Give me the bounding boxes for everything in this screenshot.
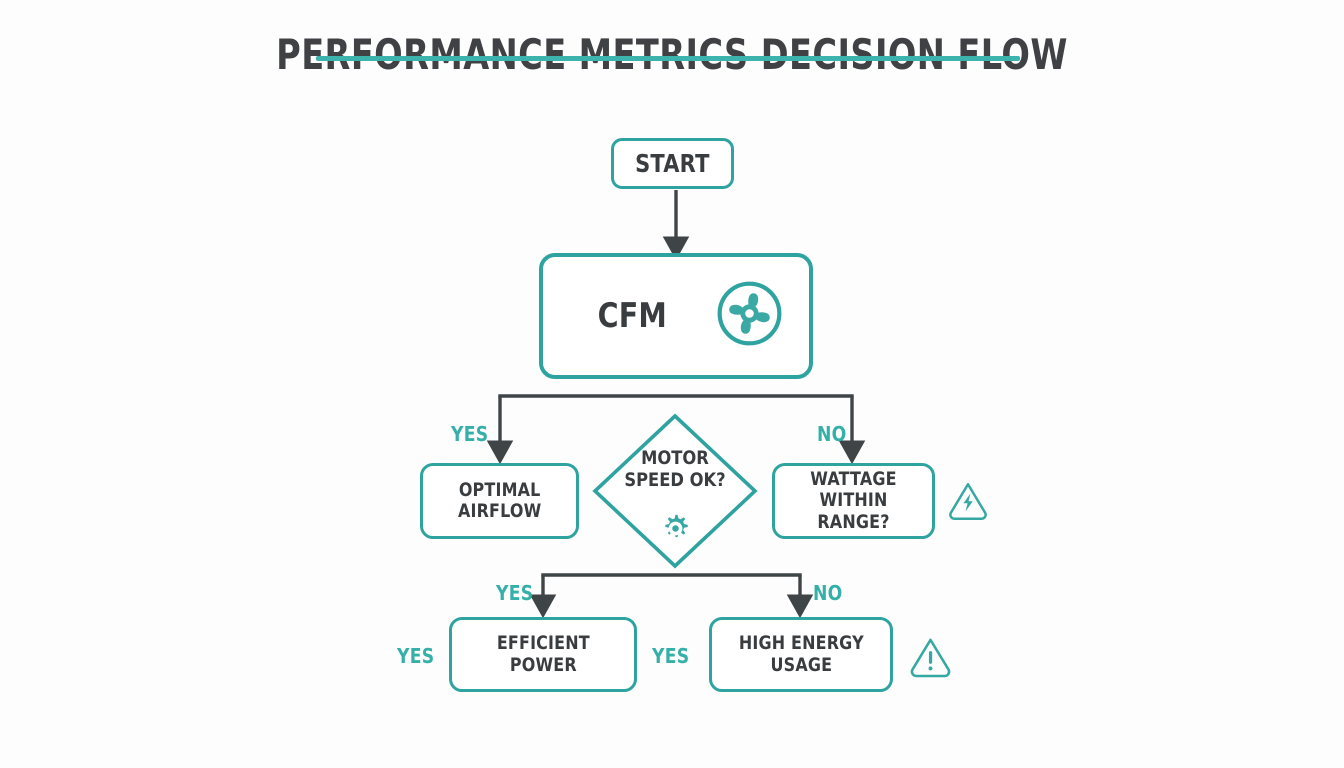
- branch-label-no-1: NO: [817, 422, 847, 446]
- page-title: PERFORMANCE METRICS DECISION FLOW: [276, 30, 1068, 79]
- node-wattage-within-range[interactable]: WATTAGE WITHIN RANGE?: [772, 463, 935, 539]
- gear-icon: [665, 514, 688, 538]
- branch-label-yes-3: YES: [397, 644, 435, 668]
- edge-decision-branch: [529, 573, 814, 619]
- node-cfm[interactable]: CFM: [539, 253, 813, 379]
- decision-text-wrap: MOTOR SPEED OK?: [591, 447, 759, 491]
- electric-hazard-icon: [949, 483, 987, 520]
- title-underline: [316, 56, 1020, 61]
- node-efficient-power-label: EFFICIENT POWER: [496, 632, 590, 676]
- branch-label-yes-4: YES: [652, 644, 690, 668]
- branch-label-yes-2: YES: [496, 581, 534, 605]
- node-start-label: START: [635, 148, 710, 178]
- node-decision[interactable]: MOTOR SPEED OK?: [591, 412, 759, 570]
- branch-label-yes-1: YES: [451, 422, 489, 446]
- node-efficient-power[interactable]: EFFICIENT POWER: [449, 617, 637, 692]
- node-start[interactable]: START: [611, 138, 734, 189]
- fan-icon: [717, 281, 782, 346]
- node-decision-label: MOTOR SPEED OK?: [624, 447, 726, 491]
- node-wattage-within-range-label: WATTAGE WITHIN RANGE?: [810, 468, 897, 533]
- node-cfm-label: CFM: [597, 295, 668, 336]
- node-high-energy-usage-label: HIGH ENERGY USAGE: [738, 632, 864, 676]
- node-optimal-airflow-label: OPTIMAL AIRFLOW: [457, 478, 542, 522]
- decision-diamond-shape: [592, 413, 758, 569]
- warning-icon: [910, 638, 951, 678]
- node-optimal-airflow[interactable]: OPTIMAL AIRFLOW: [420, 463, 579, 539]
- node-high-energy-usage[interactable]: HIGH ENERGY USAGE: [709, 617, 893, 692]
- branch-label-no-2: NO: [813, 581, 843, 605]
- title-block: PERFORMANCE METRICS DECISION FLOW: [0, 34, 1344, 76]
